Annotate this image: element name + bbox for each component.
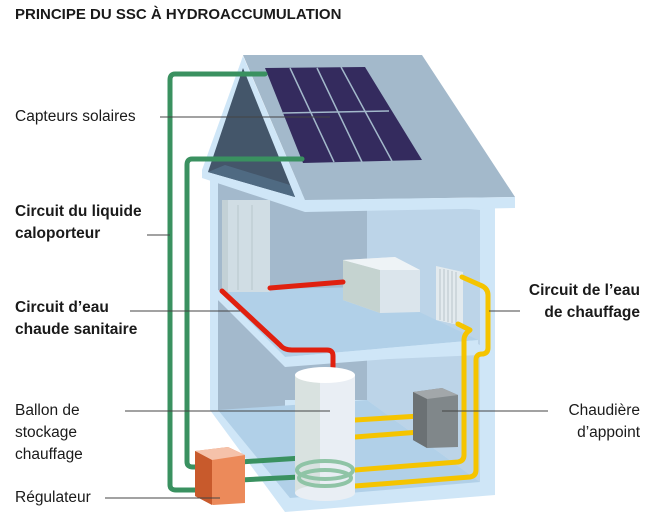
label-heating-circuit: Circuit de l’eau de chauffage	[529, 280, 640, 324]
solar-panels	[265, 66, 422, 163]
leader-lines	[105, 116, 548, 499]
caloporteur-pipe-top	[167, 71, 268, 493]
label-solar-collectors: Capteurs solaires	[15, 108, 136, 125]
label-line: d’appoint	[577, 424, 640, 441]
label-line: Chaudière	[568, 402, 640, 419]
diagram-title: PRINCIPE DU SSC À HYDROACCUMULATION	[15, 6, 342, 23]
label-line: Circuit d’eau	[15, 299, 109, 316]
bathtub	[343, 257, 420, 313]
label-line: chaude sanitaire	[15, 321, 138, 338]
sanitaire-pipe	[267, 279, 346, 291]
label-sanitaire: Circuit d’eau chaude sanitaire	[15, 297, 137, 341]
label-line: stockage	[15, 424, 78, 441]
label-backup-boiler: Chaudière d’appoint	[568, 400, 640, 444]
label-caloporteur: Circuit du liquide caloporteur	[15, 201, 142, 245]
regulator-box	[195, 447, 245, 505]
radiator	[436, 266, 463, 326]
chauffage-pipe	[352, 413, 423, 440]
shower-unit	[222, 200, 270, 292]
label-line: caloporteur	[15, 225, 101, 242]
caloporteur-pipe-bottom	[184, 156, 305, 470]
pipes	[167, 71, 491, 493]
label-line: Circuit de l’eau	[528, 282, 640, 299]
storage-tank	[295, 367, 355, 501]
label-line: Ballon de	[15, 402, 80, 419]
label-line: de chauffage	[544, 304, 640, 321]
label-line: chauffage	[15, 446, 83, 463]
label-line: Circuit du liquide	[15, 203, 142, 220]
label-regulator: Régulateur	[15, 489, 91, 506]
label-storage-tank: Ballon de stockage chauffage	[15, 400, 83, 466]
backup-boiler	[413, 388, 458, 448]
